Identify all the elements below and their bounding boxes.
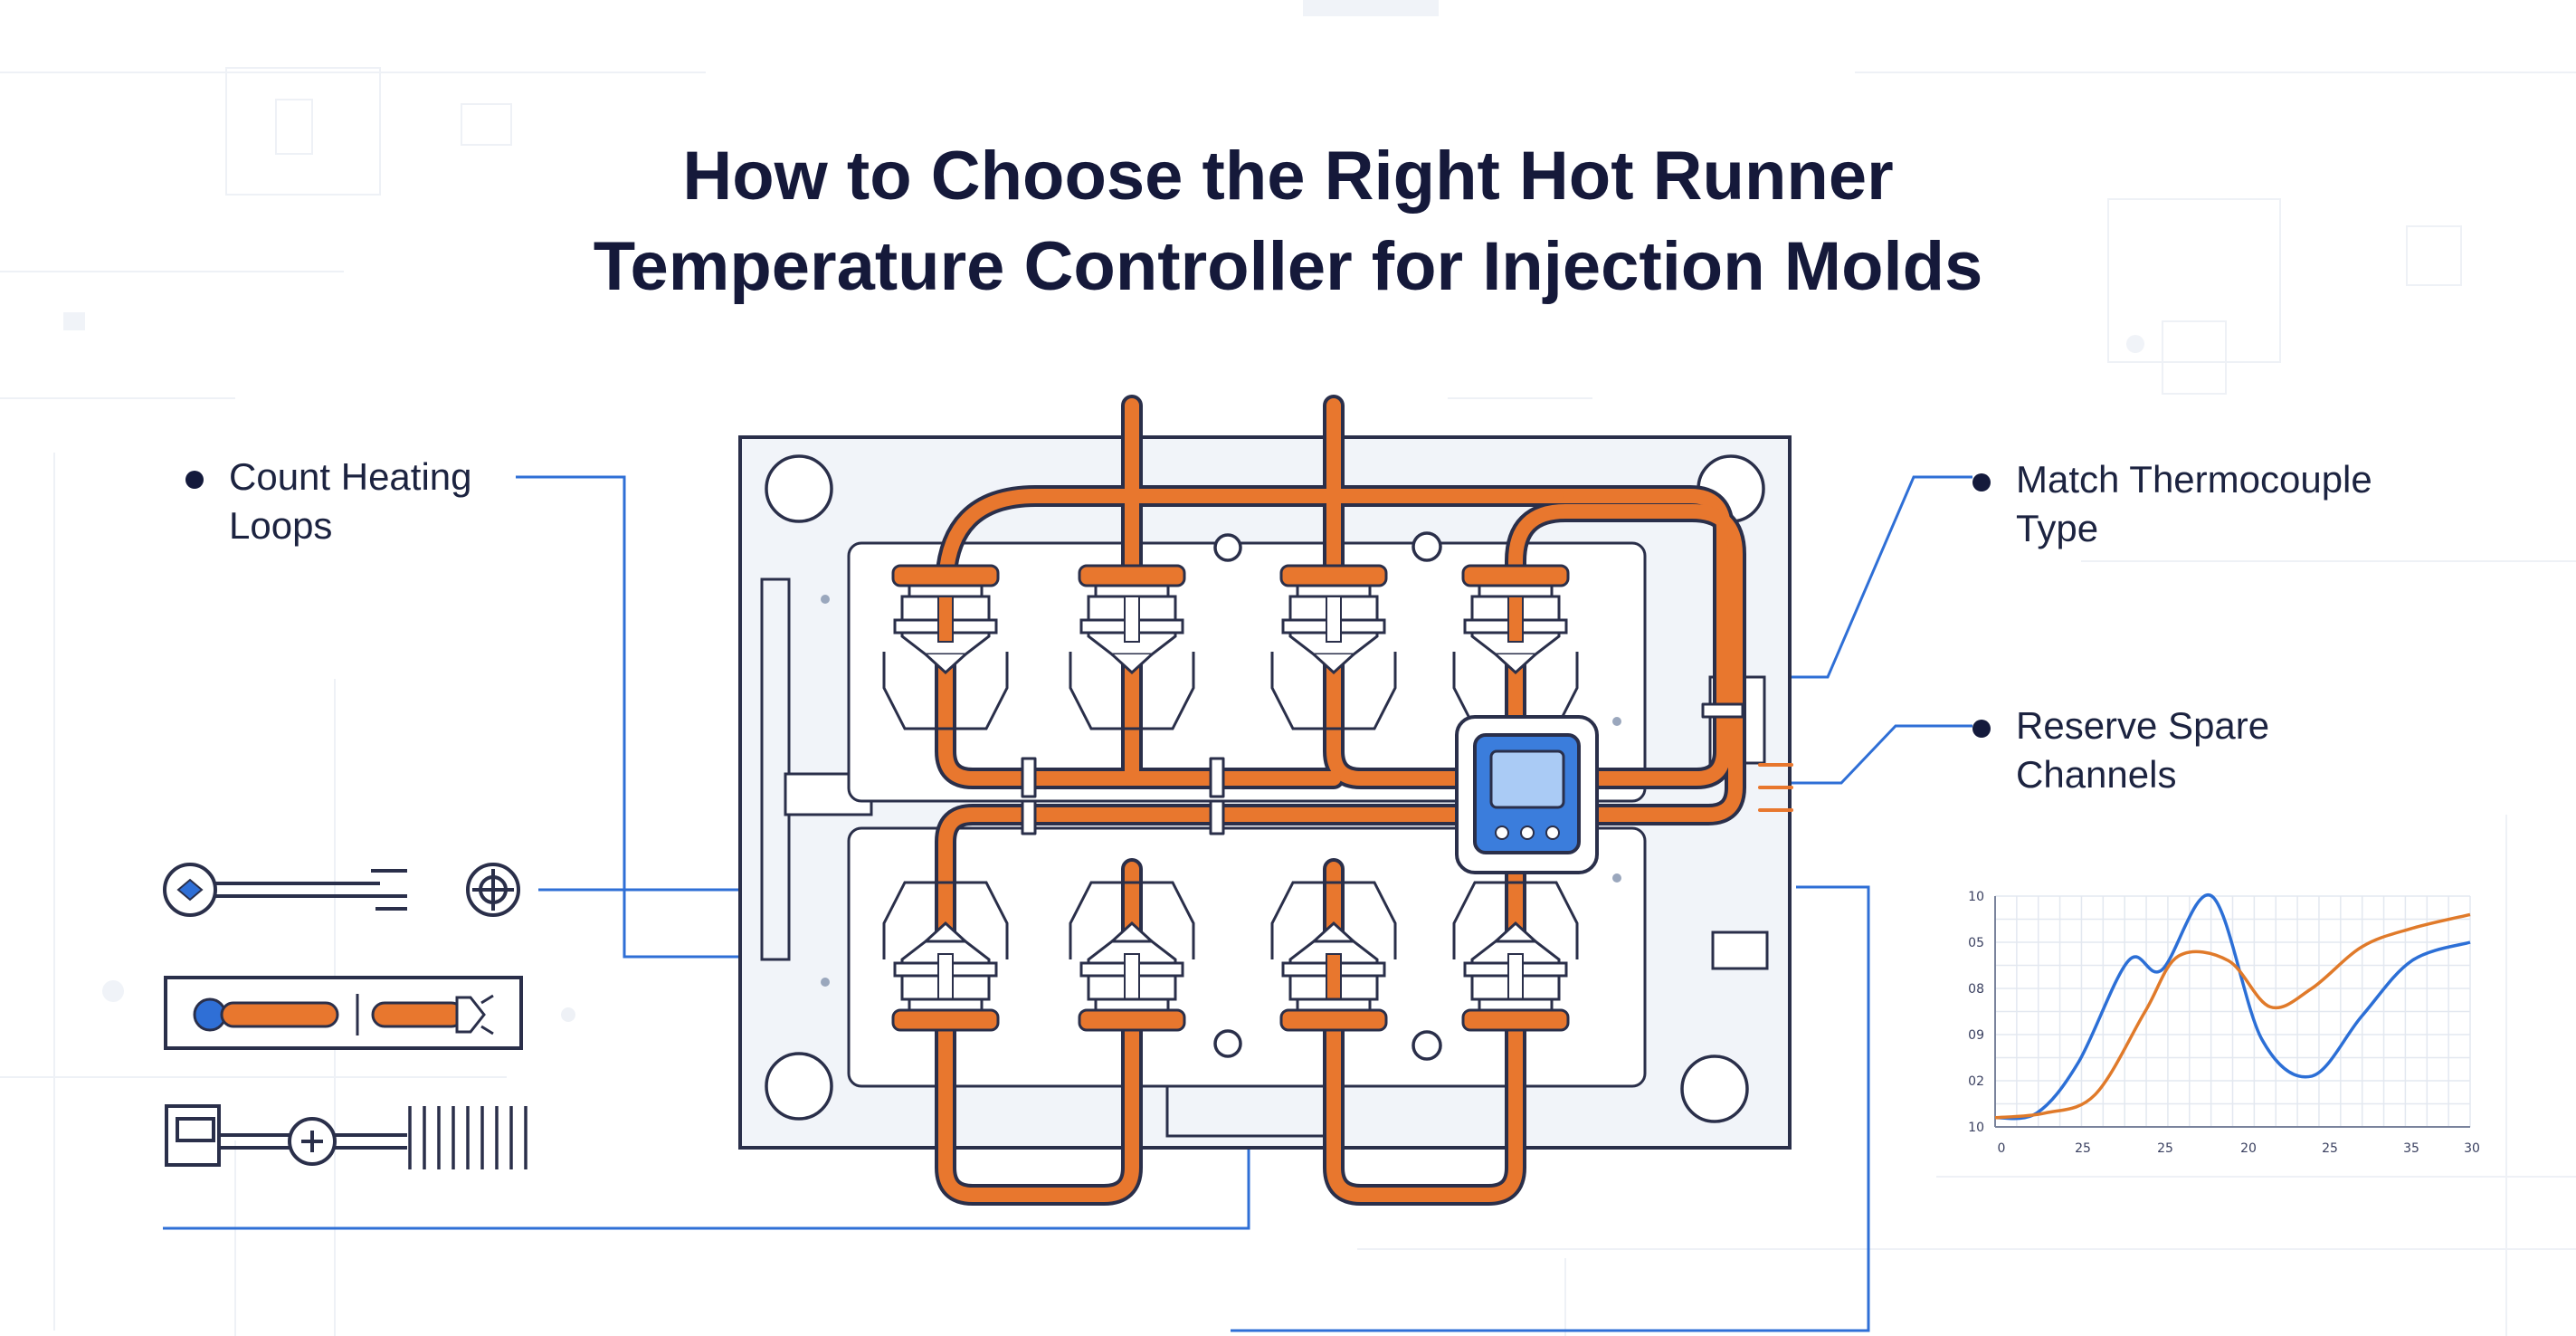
y-tick-label: 02	[1968, 1074, 1984, 1089]
bullet-icon	[1972, 473, 1991, 491]
x-tick-label: 0	[1998, 1141, 2006, 1156]
controller-icon	[1455, 715, 1599, 874]
nozzle-icon	[1461, 564, 1570, 675]
nozzle-icon	[1279, 921, 1388, 1032]
x-tick-label: 25	[2157, 1141, 2173, 1156]
hot-runner-manifold	[935, 395, 1793, 1206]
bullet-icon	[185, 471, 204, 489]
callout-line-1: Count Heating	[229, 455, 472, 498]
callout-match-thermocouple-type: Match Thermocouple Type	[1972, 455, 2372, 553]
nozzle-icon	[1279, 564, 1388, 675]
callout-line-1: Match Thermocouple	[2016, 458, 2372, 501]
callout-line-1: Reserve Spare	[2016, 704, 2270, 747]
callout-line-2: Channels	[2016, 753, 2177, 796]
cavity-outline	[1069, 652, 1195, 730]
bolt-top-left-icon	[765, 454, 833, 523]
diagram-title: How to Choose the Right Hot Runner Tempe…	[0, 131, 2576, 312]
bullet-icon	[1972, 720, 1991, 738]
cavity-outline	[1452, 881, 1579, 959]
heater-rod-icon	[164, 976, 575, 1050]
callout-line-2: Type	[2016, 507, 2099, 549]
cavity-outline	[882, 652, 1009, 730]
nozzle-icon	[891, 564, 1000, 675]
fin-heater-icon	[165, 1104, 528, 1169]
y-tick-label: 10	[1968, 890, 1984, 904]
cavity-outline	[1069, 881, 1195, 959]
y-tick-label: 05	[1968, 936, 1984, 950]
ring-gauge-icon	[163, 863, 407, 917]
y-tick-label: 08	[1968, 982, 1984, 997]
chart-grid	[1994, 895, 2471, 1128]
callout-line-2: Loops	[229, 504, 333, 547]
nozzle-icon	[1078, 564, 1186, 675]
x-tick-label: 25	[2075, 1141, 2091, 1156]
y-tick-label: 10	[1968, 1121, 1984, 1135]
y-tick-label: 09	[1968, 1028, 1984, 1043]
series-line-2	[1994, 912, 2471, 1120]
callout-reserve-spare-channels: Reserve Spare Channels	[1972, 701, 2270, 799]
hot-runner-nozzles	[882, 564, 1579, 1032]
nozzle-icon	[891, 921, 1000, 1032]
bolt-bottom-right-icon	[1680, 1054, 1749, 1123]
series-line-1	[1994, 892, 2471, 1121]
x-tick-label: 30	[2464, 1141, 2480, 1156]
cavity-outline	[1270, 881, 1397, 959]
x-tick-label: 35	[2403, 1141, 2419, 1156]
cavity-outline	[882, 881, 1009, 959]
nozzle-icon	[1078, 921, 1186, 1032]
crosshair-icon	[466, 863, 520, 917]
title-line-1: How to Choose the Right Hot Runner	[682, 138, 1894, 215]
x-tick-label: 25	[2322, 1141, 2338, 1156]
bolt-bottom-left-icon	[765, 1052, 833, 1121]
mold-bolts	[765, 454, 1765, 1123]
cavity-outline	[1270, 652, 1397, 730]
nozzle-icon	[1461, 921, 1570, 1032]
title-line-2: Temperature Controller for Injection Mol…	[593, 228, 1983, 305]
x-tick-label: 20	[2240, 1141, 2257, 1156]
callout-count-heating-loops: Count Heating Loops	[185, 453, 472, 550]
